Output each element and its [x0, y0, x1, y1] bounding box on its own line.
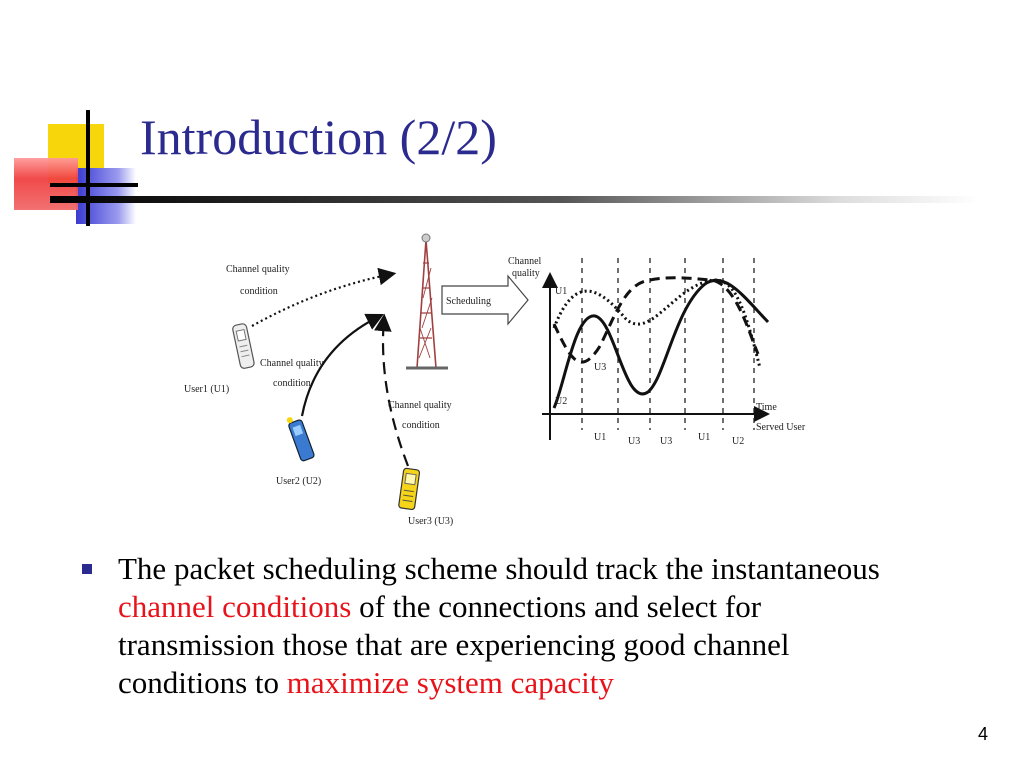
served-user-1: U1 — [594, 432, 606, 443]
y-axis-label-line2: quality — [512, 268, 540, 279]
user1-label: User1 (U1) — [184, 384, 229, 395]
page-number: 4 — [978, 724, 989, 744]
curve-u3 — [552, 276, 760, 364]
curve-u3-label: U3 — [594, 362, 606, 373]
curve-u1-label: U1 — [555, 286, 567, 297]
bullet-marker — [82, 564, 92, 574]
user1-phone — [232, 323, 255, 369]
served-user-4: U1 — [698, 432, 710, 443]
served-user-5: U2 — [732, 436, 744, 447]
bullet-highlight-channel-conditions: channel conditions — [118, 589, 352, 624]
served-user-2: U3 — [628, 436, 640, 447]
cq-label-top-line1: Channel quality — [226, 264, 290, 275]
base-station-tower — [406, 233, 448, 370]
cq-label-mid-line1: Channel quality — [260, 358, 324, 369]
bullet-text-part2: of the connections and select for transm… — [118, 589, 790, 700]
curve-u2 — [552, 278, 770, 409]
scheduling-diagram: Scheduling Channel quality condition Cha… — [184, 233, 806, 527]
deco-horizontal-line — [50, 183, 138, 187]
deco-vertical-line — [86, 110, 90, 226]
bullet-text-part1: The packet scheduling scheme should trac… — [118, 551, 880, 586]
user2-label: User2 (U2) — [276, 476, 321, 487]
bullet-highlight-maximize-capacity: maximize system capacity — [286, 665, 614, 700]
slide-title: Introduction (2/2) — [140, 109, 497, 165]
title-underline — [50, 196, 980, 203]
channel-quality-plot — [542, 258, 770, 440]
scheduling-arrow — [441, 274, 529, 326]
served-user-3: U3 — [660, 436, 672, 447]
curve-u1 — [552, 278, 762, 369]
cq-label-top-line2: condition — [240, 286, 278, 297]
scheduling-label: Scheduling — [446, 296, 491, 307]
curve-u2-label: U2 — [555, 396, 567, 407]
user3-phone — [398, 467, 421, 511]
user2-arrow — [300, 313, 384, 417]
user3-arrow — [374, 313, 410, 467]
bullet-text: The packet scheduling scheme should trac… — [118, 550, 918, 702]
user3-label: User3 (U3) — [408, 516, 453, 527]
cq-label-mid-line2: condition — [273, 378, 311, 389]
y-axis-label-line1: Channel — [508, 256, 542, 267]
cq-label-low-line1: Channel quality — [388, 400, 452, 411]
user2-phone — [286, 417, 315, 462]
user1-arrow — [251, 267, 397, 327]
cq-label-low-line2: condition — [402, 420, 440, 431]
x-axis-time-label: Time — [756, 402, 777, 413]
x-axis-served-label: Served User — [756, 422, 806, 433]
